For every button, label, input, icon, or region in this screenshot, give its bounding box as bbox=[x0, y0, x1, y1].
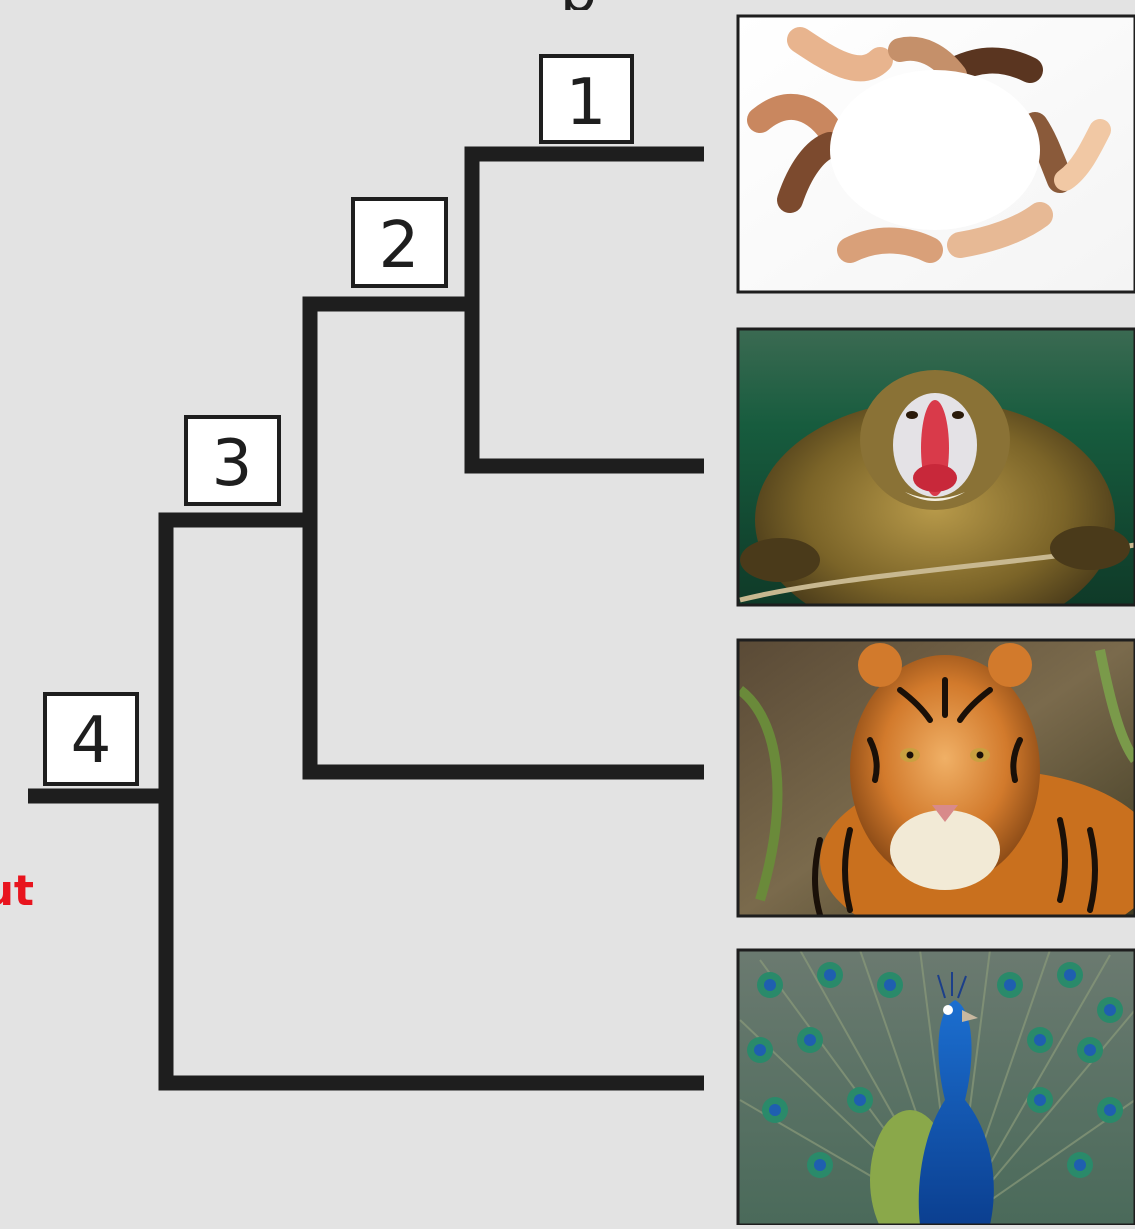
branch-node-3 bbox=[166, 520, 704, 1083]
node-label-group-3: 3 bbox=[186, 417, 279, 504]
branch-node-1 bbox=[472, 154, 704, 466]
partial-side-label: ut bbox=[0, 866, 36, 926]
partial-title-text: p bbox=[560, 0, 597, 10]
leaf-image-mandrill bbox=[738, 329, 1135, 640]
leaf-image-peacock bbox=[738, 950, 1135, 1225]
node-label-group-2: 2 bbox=[353, 199, 446, 286]
partial-side-text: ut bbox=[0, 866, 34, 915]
node-label-3: 3 bbox=[212, 427, 253, 501]
partial-title: p bbox=[560, 0, 670, 10]
node-label-4: 4 bbox=[71, 704, 112, 778]
node-label-2: 2 bbox=[379, 209, 420, 283]
cladogram-branches bbox=[28, 154, 704, 1083]
node-label-group-4: 4 bbox=[45, 694, 137, 784]
leaf-image-tiger bbox=[738, 640, 1135, 950]
branch-node-2 bbox=[310, 304, 704, 772]
node-label-1: 1 bbox=[566, 66, 607, 140]
leaf-image-human-hands bbox=[738, 16, 1135, 292]
node-label-group-1: 1 bbox=[541, 56, 632, 142]
